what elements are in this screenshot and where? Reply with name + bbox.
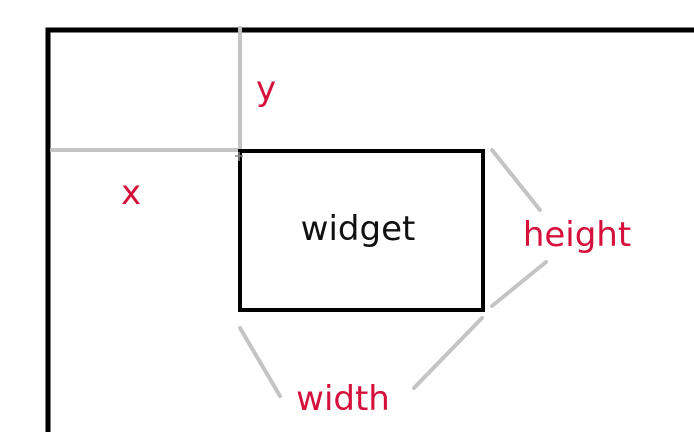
widget-label: widget [301, 209, 416, 249]
width-label: width [296, 379, 390, 419]
x-label: x [121, 173, 141, 213]
height-guide-lower [490, 260, 548, 308]
width-guide-right [412, 316, 484, 390]
y-label: y [256, 69, 276, 109]
height-guide-upper [490, 148, 542, 212]
parent-window-outline [45, 27, 694, 432]
height-label: height [523, 215, 631, 255]
width-guide-left [238, 326, 282, 398]
widget-box [238, 149, 485, 312]
origin-marker [235, 152, 243, 161]
